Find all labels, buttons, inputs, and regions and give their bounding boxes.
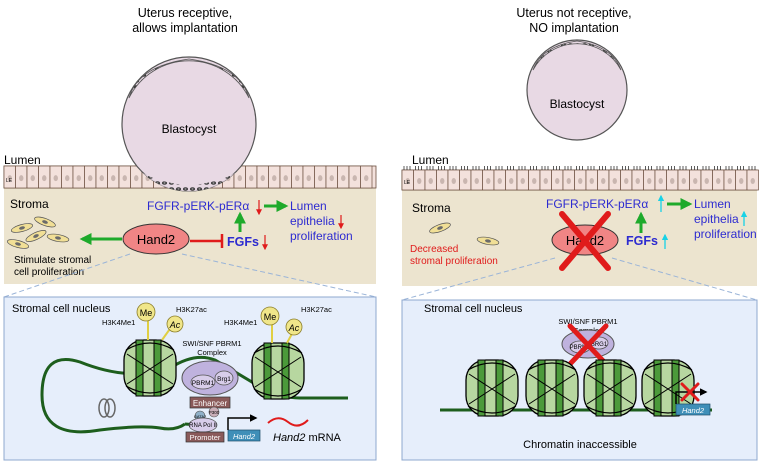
- left-heading-line1: Uterus receptive,: [138, 6, 232, 20]
- left-nucleus-title: Stromal cell nucleus: [12, 303, 111, 315]
- left-me-mark-2: [260, 306, 280, 326]
- left-mrna-squiggle: [267, 417, 309, 427]
- svg-text:RNA Pol II: RNA Pol II: [189, 423, 217, 429]
- right-complex-cross: [567, 323, 609, 367]
- right-stroma-label: Stroma: [412, 201, 451, 215]
- right-nucleosome-3: [583, 359, 637, 417]
- right-epithelium: [401, 166, 759, 191]
- right-lumen-label: Lumen: [412, 153, 449, 167]
- left-promoter-box: [185, 431, 225, 443]
- left-pbrm1-label: PBRM1: [192, 380, 215, 387]
- left-cohesin-ring: [104, 398, 116, 418]
- left-nucleosome-1: [123, 339, 177, 397]
- left-lumen-prolif-line2: epithelia: [290, 214, 335, 228]
- right-tss-cross: [680, 382, 700, 402]
- right-chromatin-label: Chromatin inaccessible: [523, 439, 637, 451]
- svg-text:Ac: Ac: [288, 323, 300, 333]
- left-blastocyst: Blastocyst: [121, 56, 257, 192]
- left-panel: Uterus receptive, allows implantation LE…: [3, 6, 377, 461]
- left-p300: [208, 406, 220, 418]
- svg-text:Me: Me: [264, 312, 277, 322]
- right-heading-line1: Uterus not receptive,: [516, 6, 631, 20]
- left-h3k4me1-label-2: H3K4Me1: [224, 318, 257, 327]
- left-dna-strand: [40, 355, 348, 434]
- left-lumen-prolif-line3: proliferation: [290, 229, 353, 243]
- left-brg1-label: Brg1: [217, 376, 231, 383]
- right-tss-arrow: [675, 388, 708, 404]
- right-nucleus-title: Stromal cell nucleus: [424, 303, 523, 315]
- right-heading-line2: NO implantation: [529, 21, 619, 35]
- right-decreased-line2: stromal proliferation: [410, 256, 498, 267]
- svg-text:GATA2: GATA2: [194, 414, 207, 419]
- svg-text:Ac: Ac: [169, 320, 181, 330]
- left-lumen-label: Lumen: [4, 153, 41, 167]
- left-fgfs-label: FGFs: [227, 235, 259, 249]
- left-stroma-region: [4, 188, 376, 284]
- left-mrna-label: Hand2 mRNA: [273, 432, 342, 444]
- right-brg1-label: BRG1: [591, 342, 608, 348]
- right-decreased-line1: Decreased: [410, 244, 458, 255]
- right-nucleosome-1: [465, 359, 519, 417]
- left-complex-line1: SWI/SNF PBRM1: [182, 339, 241, 348]
- left-le-label: LE: [6, 178, 13, 184]
- left-nucleosome-2: [251, 342, 305, 400]
- right-lumen-prolif-line2: epithelia: [694, 212, 739, 226]
- left-stimulate-line2: cell proliferation: [14, 267, 84, 278]
- right-panel: Uterus not receptive, NO implantation Bl…: [401, 6, 759, 461]
- right-blastocyst-label: Blastocyst: [550, 97, 605, 111]
- left-enhancer-box: [189, 396, 231, 409]
- left-me-mark-1: [136, 302, 156, 322]
- left-hand2-node: [122, 223, 190, 255]
- left-heading-line2: allows implantation: [132, 21, 238, 35]
- svg-text:Hand2: Hand2: [233, 432, 256, 441]
- left-lumen-prolif-line1: Lumen: [290, 199, 327, 213]
- right-nucleosome-2: [525, 359, 579, 417]
- svg-text:Me: Me: [140, 308, 153, 318]
- left-h3k27ac-label-2: H3K27ac: [301, 305, 332, 314]
- left-tss-arrow: [227, 414, 258, 430]
- right-signal-label: FGFR-pERK-pERα: [546, 197, 648, 211]
- right-lumen-prolif-line3: proliferation: [694, 227, 757, 241]
- svg-text:Promoter: Promoter: [190, 433, 221, 442]
- right-hand2-cross: [559, 211, 611, 271]
- left-ac-mark-2: [285, 318, 303, 336]
- left-hand2-gene: [227, 429, 261, 442]
- right-blastocyst: Blastocyst: [526, 39, 628, 141]
- right-pbrm1-label: PBRM1: [570, 345, 591, 351]
- left-h3k27ac-label-1: H3K27ac: [176, 305, 207, 314]
- right-complex-line1: SWI/SNF PBRM1: [558, 317, 617, 326]
- right-hand2-gene: [675, 403, 711, 416]
- left-complex-line2: Complex: [197, 348, 227, 357]
- svg-text:Enhancer: Enhancer: [193, 399, 228, 408]
- left-stroma-label: Stroma: [10, 197, 49, 211]
- svg-text:Hand2: Hand2: [682, 406, 705, 415]
- right-nucleus-box: [401, 299, 758, 461]
- left-h3k4me1-label-1: H3K4Me1: [102, 318, 135, 327]
- left-stimulate-line1: Stimulate stromal: [14, 255, 91, 266]
- left-blastocyst-label: Blastocyst: [162, 122, 217, 136]
- left-hand2-label: Hand2: [137, 232, 175, 247]
- right-le-label: LE: [404, 180, 411, 186]
- right-lumen-prolif-line1: Lumen: [694, 197, 731, 211]
- right-fgfs-label: FGFs: [626, 234, 658, 248]
- svg-text:P300: P300: [209, 410, 220, 415]
- left-signal-label: FGFR-pERK-pERα: [147, 199, 249, 213]
- left-ac-mark-1: [166, 315, 184, 333]
